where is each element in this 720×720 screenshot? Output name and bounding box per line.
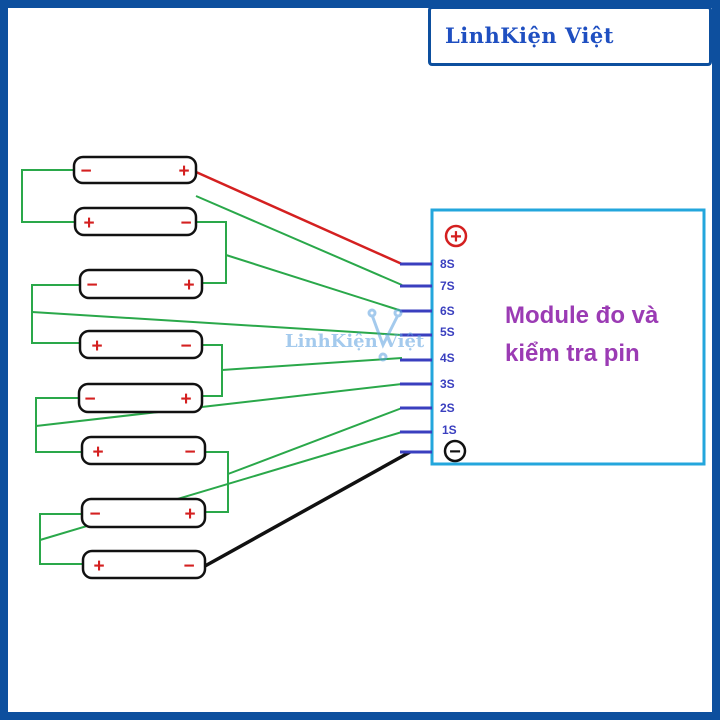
cell-right-sign: − xyxy=(184,442,195,463)
pin-labels: 8S 7S 6S 5S 4S 3S 2S 1S xyxy=(440,257,457,437)
tap-6s xyxy=(225,254,403,312)
battery-cell: + − xyxy=(81,549,207,580)
brand-watermark: LinhKiện Việt xyxy=(285,308,425,362)
battery-cell: + − xyxy=(80,435,207,466)
tap-5s xyxy=(31,311,403,336)
link-cell6-cell7 xyxy=(205,451,229,513)
watermark-text: LinhKiện Việt xyxy=(285,331,425,352)
cell-left-sign: − xyxy=(80,161,91,182)
negative-wire xyxy=(204,450,411,568)
plus-terminal: + xyxy=(444,224,468,248)
module-box xyxy=(430,208,706,466)
tap-2s xyxy=(227,407,403,475)
cell-right-sign: + xyxy=(180,389,191,410)
module-title-line2: kiểm tra pin xyxy=(505,340,640,367)
link-cell3-cell4 xyxy=(31,284,80,344)
logo-text: LinhKiện Việt xyxy=(445,23,614,48)
pin-label-2s: 2S xyxy=(440,401,455,415)
battery-cell: − + xyxy=(78,268,204,300)
pin-label-4s: 4S xyxy=(440,351,455,365)
minus-terminal-ring xyxy=(443,439,467,463)
battery-cell: + − xyxy=(73,206,198,237)
battery-cell: − + xyxy=(77,382,204,414)
tap-4s xyxy=(221,357,403,371)
cell-left-sign: + xyxy=(92,442,103,463)
cell-left-sign: + xyxy=(83,213,94,234)
cell-right-sign: − xyxy=(180,213,191,234)
pin-stubs xyxy=(400,262,432,454)
pin-label-6s: 6S xyxy=(440,304,455,318)
cell-left-sign: − xyxy=(86,275,97,296)
cell-right-sign: − xyxy=(180,336,191,357)
brand-logo: LinhKiện Việt xyxy=(428,8,712,66)
minus-terminal-symbol: − xyxy=(449,441,461,463)
link-cell2-cell3 xyxy=(196,221,227,284)
battery-cell: + − xyxy=(78,329,204,360)
link-cell1-cell2 xyxy=(21,169,74,223)
plus-terminal-ring xyxy=(444,224,468,248)
cell-right-sign: + xyxy=(183,275,194,296)
pin-label-7s: 7S xyxy=(440,279,455,293)
cell-right-sign: + xyxy=(184,504,195,525)
plus-terminal-symbol: + xyxy=(450,226,462,248)
pin-label-1s: 1S xyxy=(442,423,457,437)
minus-terminal: − xyxy=(443,439,467,463)
cell-left-sign: + xyxy=(91,336,102,357)
module-title-line1: Module đo và xyxy=(505,302,659,329)
battery-cell: − + xyxy=(80,497,207,529)
cell-left-sign: − xyxy=(89,504,100,525)
pin-label-3s: 3S xyxy=(440,377,455,391)
tap-7s xyxy=(195,195,403,286)
cell-right-sign: − xyxy=(183,556,194,577)
wiring-diagram: + − 8S 7S 6S 5S 4S 3S 2S 1S Module đo và… xyxy=(21,155,706,580)
pin-label-5s: 5S xyxy=(440,325,455,339)
positive-wire xyxy=(195,170,403,266)
diagram-canvas: + − 8S 7S 6S 5S 4S 3S 2S 1S Module đo và… xyxy=(8,8,712,712)
cell-right-sign: + xyxy=(178,161,189,182)
pin-label-8s: 8S xyxy=(440,257,455,271)
watermark-circuit-icon xyxy=(367,308,403,362)
cell-left-sign: + xyxy=(93,556,104,577)
battery-cell: − + xyxy=(72,155,198,185)
tap-3s xyxy=(35,383,403,427)
cell-left-sign: − xyxy=(84,389,95,410)
battery-cells: − + + − − + + − xyxy=(72,155,207,580)
link-cell4-cell5 xyxy=(202,344,223,397)
